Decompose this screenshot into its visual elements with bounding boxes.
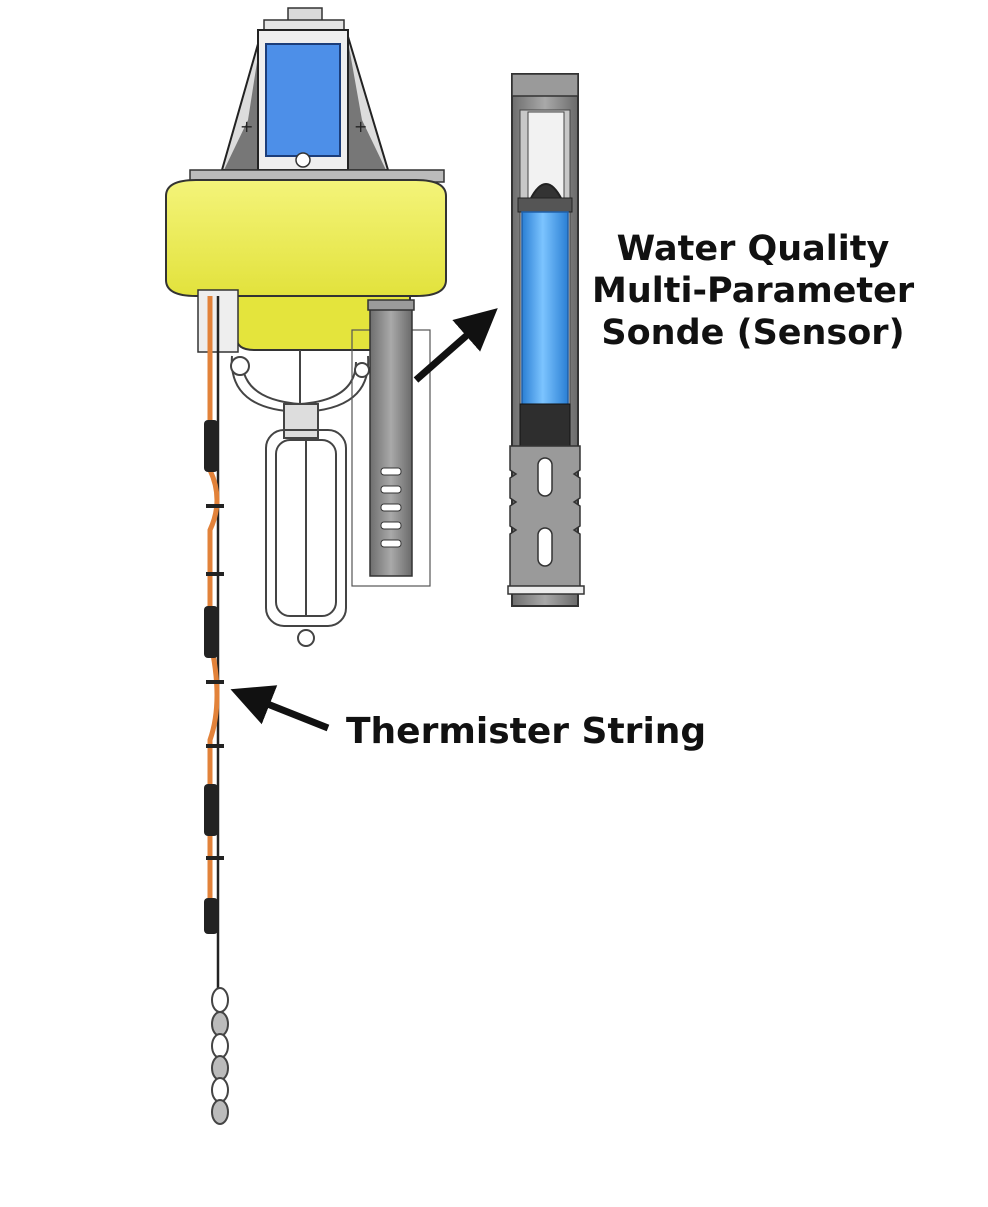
buoy-sonde-guard [351,299,431,587]
sonde-cutaway [507,73,585,607]
solar-panel [265,43,341,157]
sonde-label-line1: Water Quality [616,229,890,269]
svg-text:+: + [354,117,367,136]
thermister-string [204,296,229,1125]
sonde-pointer-arrow [413,308,498,383]
sonde-label-line2: Multi-Parameter [592,271,915,311]
buoy-bridle [230,350,370,647]
sonde-label-line3: Sonde (Sensor) [601,313,905,353]
buoy-tower: + + [189,7,445,183]
thermister-sensors [204,420,224,934]
svg-text:+: + [240,117,253,136]
arrows [230,308,498,732]
buoy: + + [165,7,447,647]
thermister-pointer-arrow [230,685,330,732]
sonde-sensor-body [521,211,569,407]
buoy-float [165,179,447,353]
anchor-chain [211,987,229,1125]
thermister-label: Thermister String [346,711,707,752]
sonde-label: Water Quality Multi-Parameter Sonde (Sen… [592,228,914,354]
